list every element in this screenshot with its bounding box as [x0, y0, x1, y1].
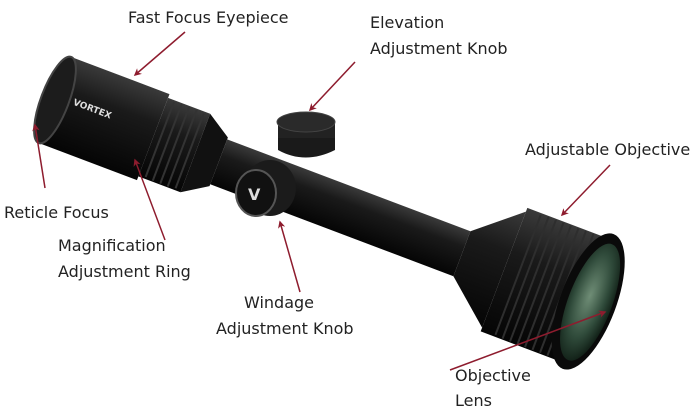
- label-reticle-focus: Reticle Focus: [4, 203, 109, 222]
- label-magnification-2: Adjustment Ring: [58, 262, 191, 281]
- reticle-focus-ring: [33, 55, 77, 145]
- label-elevation-1: Elevation: [370, 13, 445, 32]
- label-objective-2: Lens: [455, 391, 492, 410]
- arrow-windage: [278, 220, 301, 293]
- objective-lens: [560, 243, 621, 361]
- arrow-reticle-focus: [32, 123, 46, 189]
- label-adjustable-objective: Adjustable Objective: [525, 140, 691, 159]
- svg-text:V: V: [248, 185, 261, 204]
- label-magnification-1: Magnification: [58, 236, 166, 255]
- label-windage-2: Adjustment Knob: [216, 319, 354, 338]
- elevation-knob: [276, 111, 336, 158]
- arrow-fast-focus: [133, 31, 186, 76]
- label-objective-1: Objective: [455, 366, 531, 385]
- label-elevation-2: Adjustment Knob: [370, 39, 508, 58]
- windage-knob: V: [235, 160, 296, 217]
- label-windage-1: Windage: [244, 293, 315, 312]
- label-fast-focus-eyepiece: Fast Focus Eyepiece: [128, 8, 289, 27]
- arrow-objective-lens: [449, 310, 607, 371]
- arrow-elevation: [308, 61, 356, 112]
- arrow-adjustable-objective: [560, 164, 611, 217]
- arrow-magnification: [133, 158, 166, 241]
